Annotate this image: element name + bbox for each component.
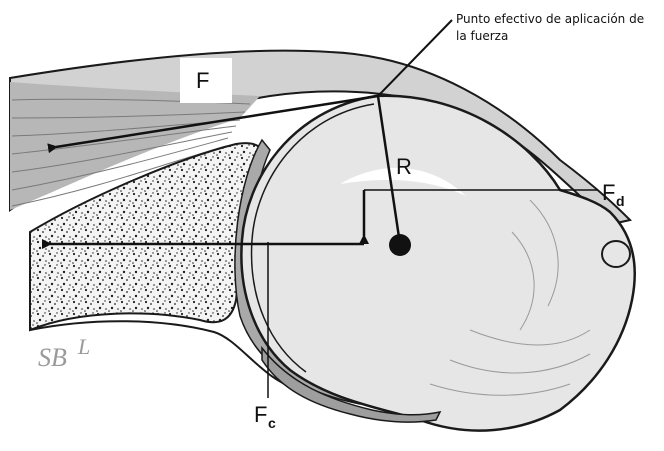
annotation-text-1: Punto efectivo de aplicación de [456,12,644,26]
annotation-text-2: la fuerza [456,29,508,43]
fc-label-sub: c [268,415,276,431]
fd-label-sub: d [616,193,625,209]
f-label: F [196,68,209,93]
fd-label-main: F [602,180,615,205]
r-label: R [396,154,412,179]
rotation-center [389,234,411,256]
sbl-label-sup: L [77,334,90,359]
sbl-label-main: SB [38,343,67,372]
tubercle [602,241,630,267]
fc-label-main: F [254,402,267,427]
